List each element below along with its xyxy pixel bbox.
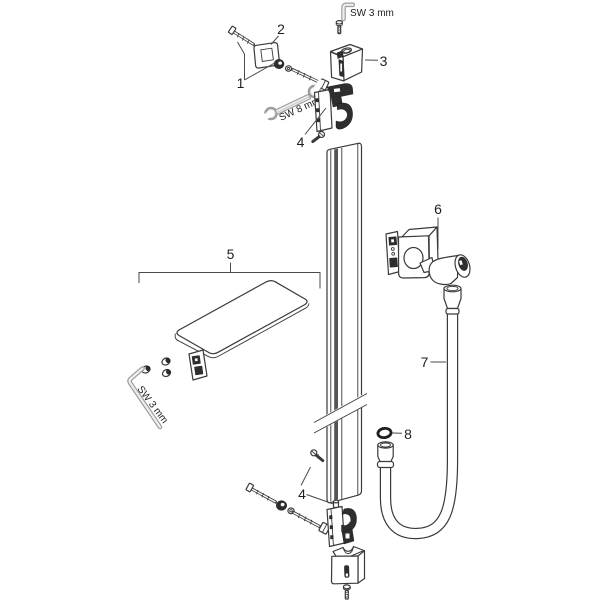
shower-hose: 7 8 bbox=[376, 284, 462, 540]
grub-screw-shelf-2 bbox=[161, 368, 172, 378]
holder-slider-plate bbox=[385, 230, 401, 276]
fixing-screw-upper bbox=[228, 25, 255, 46]
part-label-4-bottom: 4 bbox=[298, 486, 306, 502]
holder-body bbox=[397, 226, 439, 279]
shelf-fixing-parts bbox=[141, 349, 208, 381]
washer-small-bottom bbox=[287, 507, 295, 515]
slider-block-bottom bbox=[330, 545, 366, 585]
hose-gasket bbox=[376, 426, 393, 440]
shower-rail bbox=[326, 142, 363, 504]
wrench-icon bbox=[258, 79, 324, 123]
slider-block-top bbox=[329, 43, 364, 82]
clamp-bracket-bottom bbox=[326, 499, 357, 548]
holder-cone bbox=[428, 254, 471, 286]
part-label-6: 6 bbox=[434, 201, 442, 217]
grub-screw-4-bottom bbox=[310, 449, 325, 463]
washer-dark-upper bbox=[273, 59, 285, 69]
tool-label-allen-shelf: SW 3 mm bbox=[135, 384, 170, 426]
allen-key-3mm-shelf-icon bbox=[127, 366, 163, 430]
clamp-bracket-top bbox=[313, 83, 354, 133]
end-cap-screw bbox=[342, 584, 351, 600]
allen-key-3mm-top-icon bbox=[341, 2, 356, 22]
tool-label-allen-top: SW 3 mm bbox=[350, 8, 394, 19]
washer-dark-bottom bbox=[276, 500, 288, 511]
fixing-screw-bottom-lower bbox=[292, 511, 331, 535]
fixing-set-bottom-group bbox=[245, 482, 331, 535]
hose-nut-top bbox=[443, 284, 462, 315]
washer-small-upper bbox=[284, 65, 293, 72]
holder-group: 6 bbox=[385, 201, 471, 286]
part-label-2: 2 bbox=[277, 21, 285, 37]
grub-screw-top-icon bbox=[335, 19, 343, 35]
grub-screw-4-top bbox=[311, 130, 326, 144]
grub-screw-shelf-1 bbox=[161, 357, 171, 366]
shelf-group: 5 SW 3 mm bbox=[127, 246, 321, 430]
part-label-4-top: 4 bbox=[297, 134, 305, 150]
shelf-plate bbox=[174, 280, 310, 359]
part-label-7: 7 bbox=[421, 354, 429, 370]
part-label-3: 3 bbox=[380, 53, 388, 69]
part-label-1: 1 bbox=[237, 75, 245, 91]
part-label-8: 8 bbox=[404, 426, 412, 442]
part-label-5: 5 bbox=[227, 246, 235, 262]
fixing-screw-bottom-upper bbox=[245, 482, 277, 504]
hose-nut-bottom bbox=[376, 441, 395, 469]
rail-break-lines bbox=[313, 391, 368, 434]
